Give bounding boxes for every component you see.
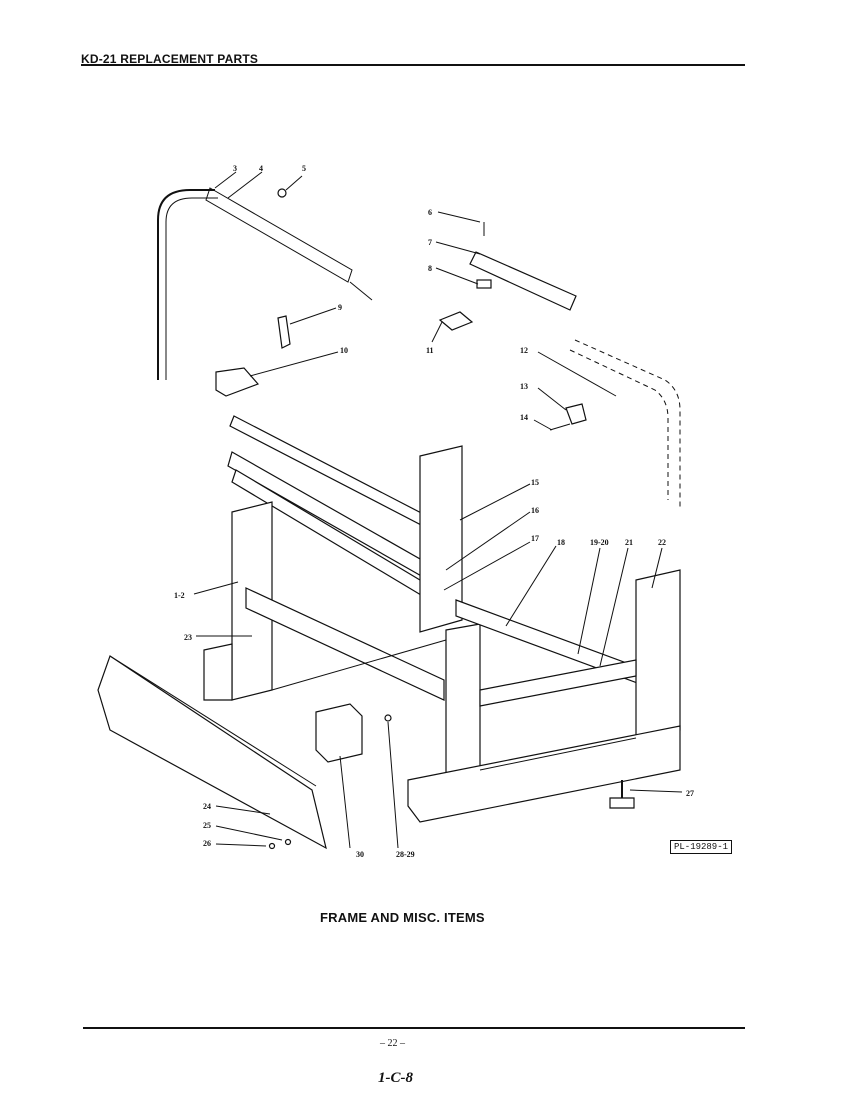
callout-labels: 3 4 5 6 7 8 9 10 11 12 13 14 15 16 17 18… [174, 164, 694, 859]
callout-13: 13 [520, 382, 528, 391]
callout-21: 21 [625, 538, 633, 547]
callout-18: 18 [557, 538, 565, 547]
callout-19-20: 19-20 [590, 538, 609, 547]
callout-28-29: 30 [356, 850, 364, 859]
diagram-caption: FRAME AND MISC. ITEMS [320, 910, 485, 925]
callout-12: 12 [520, 346, 528, 355]
callout-6: 6 [428, 208, 432, 217]
callout-7: 7 [428, 238, 432, 247]
handwritten-note: 1-C-8 [378, 1070, 413, 1086]
top-bracket-drawing [438, 222, 577, 331]
callout-leaders [193, 171, 683, 849]
kick-plate-drawing [97, 655, 327, 850]
callout-5: 5 [302, 164, 306, 173]
callout-16: 16 [531, 506, 539, 515]
footer-rule [83, 1027, 745, 1029]
callout-30: 26 [203, 839, 211, 848]
page-number: – 22 – [380, 1038, 405, 1049]
header-rule [81, 64, 745, 66]
rails-drawing [227, 415, 459, 605]
callout-11: 11 [426, 346, 434, 355]
page-header-title: KD-21 REPLACEMENT PARTS [81, 52, 259, 66]
callout-26: 25 [203, 821, 211, 830]
callout-23: 23 [184, 633, 192, 642]
callout-10: 10 [340, 346, 348, 355]
callout-17: 17 [531, 534, 539, 543]
callout-14: 14 [520, 413, 528, 422]
leveling-leg-drawing [609, 780, 635, 809]
callout-9: 9 [338, 303, 342, 312]
callout-4: 4 [259, 164, 263, 173]
tub-outline-drawing [549, 339, 681, 510]
door-gasket-drawing [157, 187, 373, 380]
callout-15: 15 [531, 478, 539, 487]
callout-8: 8 [428, 264, 432, 273]
callout-25: 27 [686, 789, 694, 798]
small-parts-drawing [215, 315, 291, 397]
callout-3: 3 [233, 164, 237, 173]
callout-1-2: 1-2 [174, 591, 185, 600]
callout-27: 28-29 [396, 850, 415, 859]
callout-22: 22 [658, 538, 666, 547]
junction-box-drawing [268, 703, 392, 850]
plate-reference: PL-19289-1 [670, 840, 733, 854]
callout-24: 24 [203, 802, 211, 811]
